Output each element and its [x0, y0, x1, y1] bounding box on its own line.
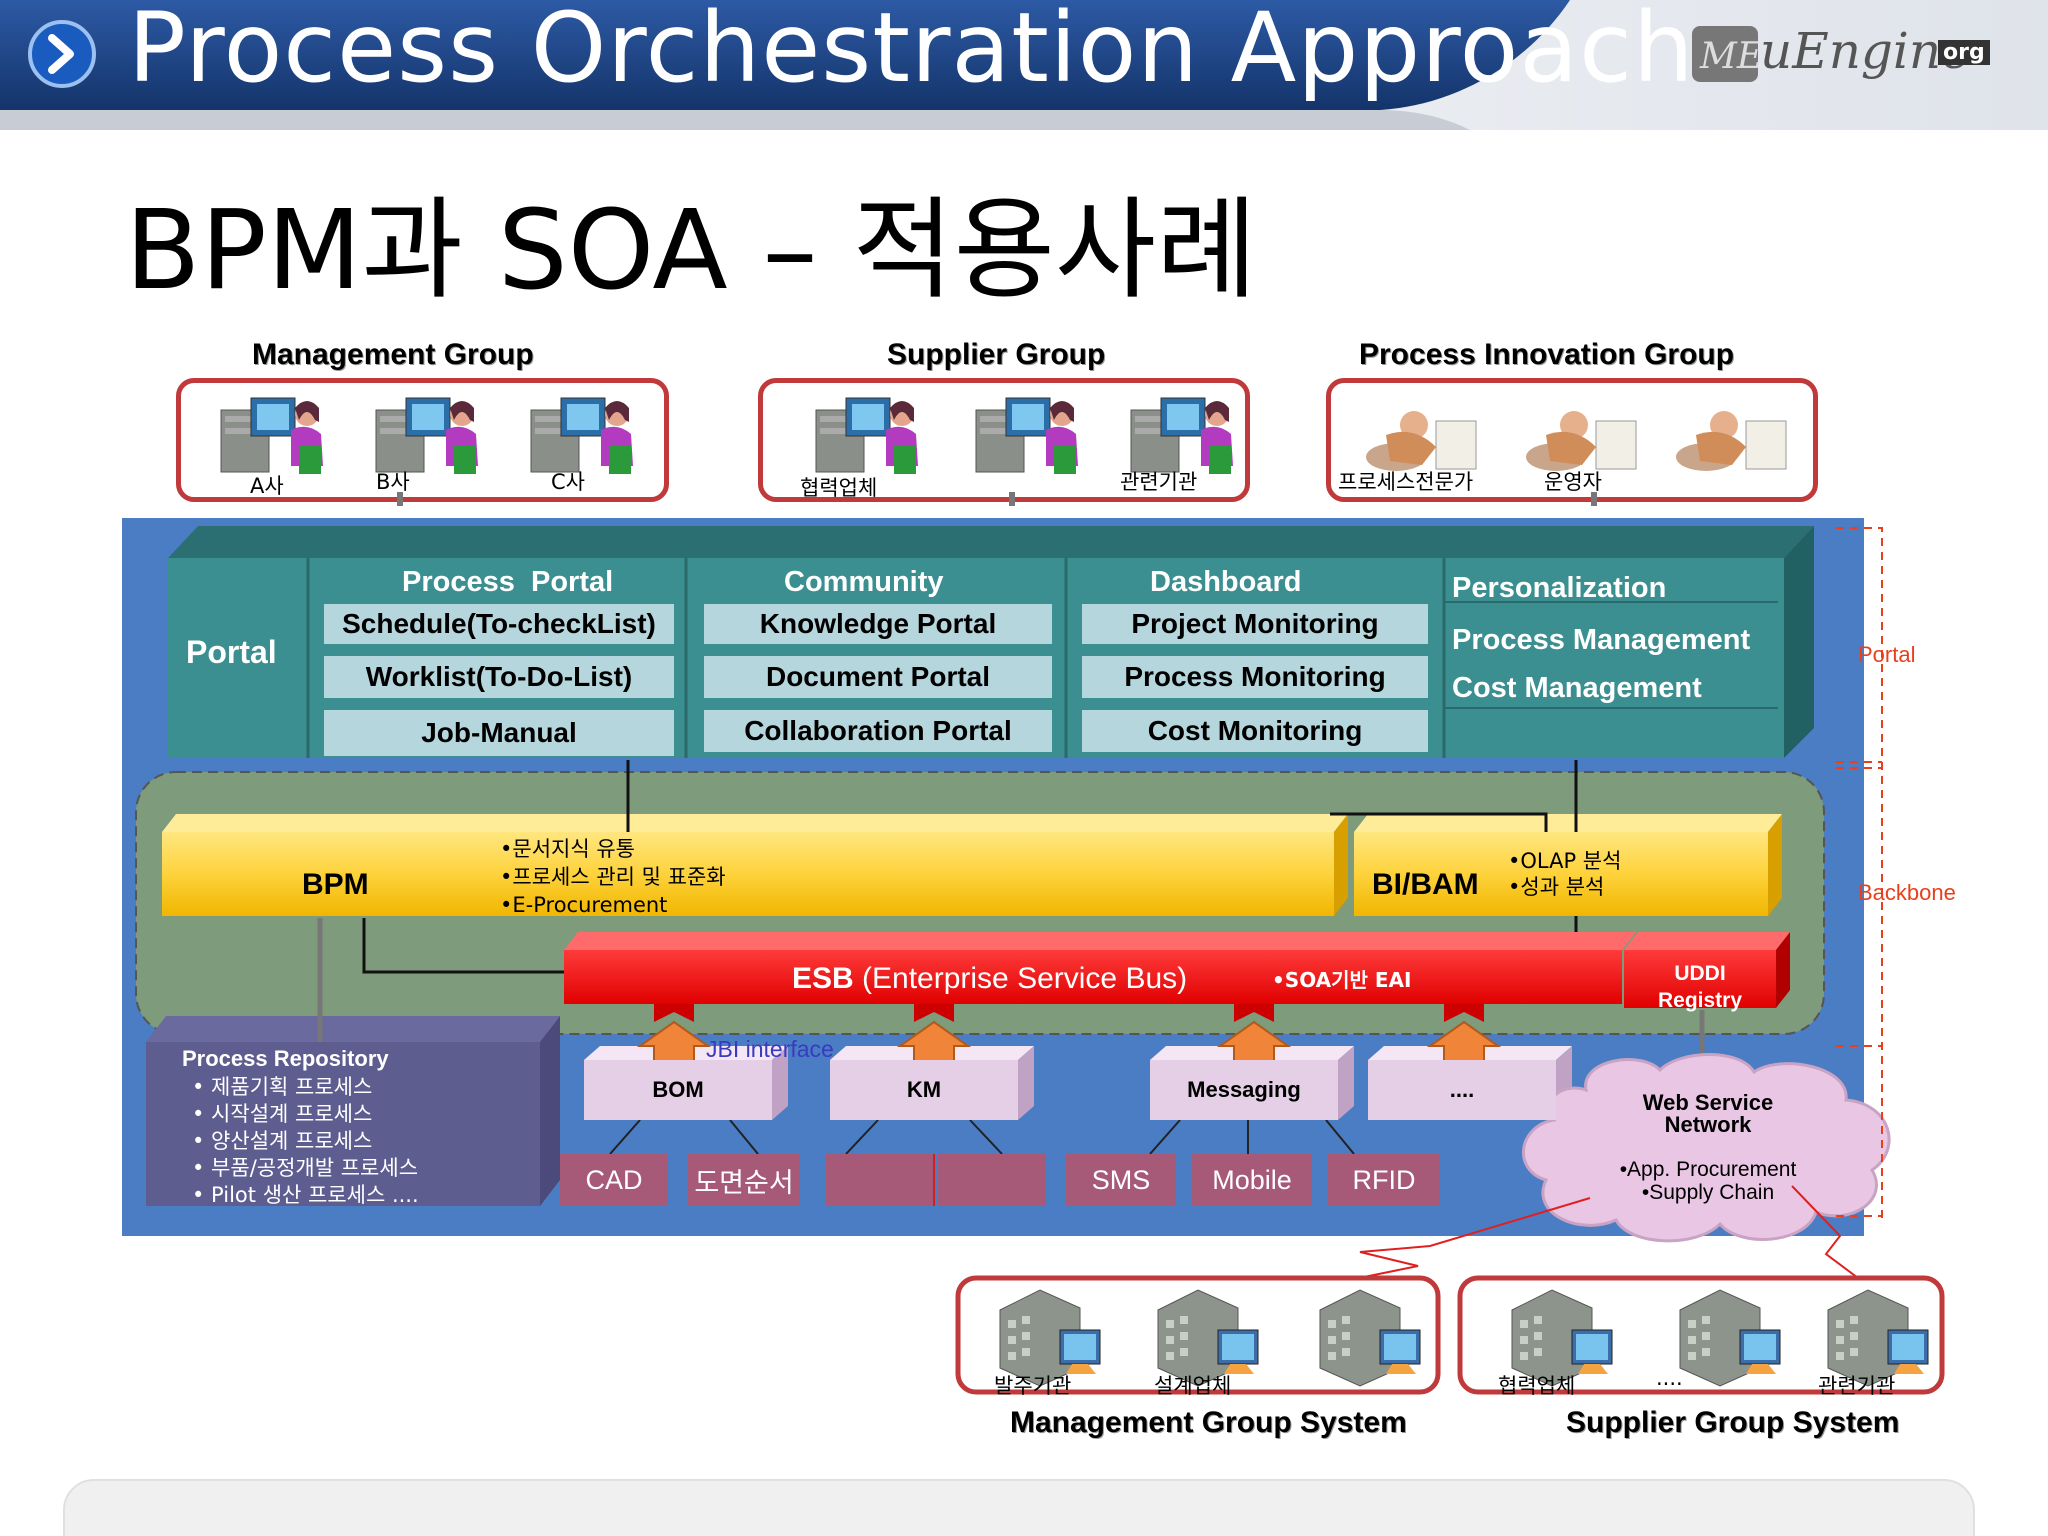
knowledge-portal-cell: Knowledge Portal: [704, 604, 1052, 644]
protocol-mobile: Mobile: [1192, 1154, 1312, 1206]
job-manual-cell: Job-Manual: [324, 710, 674, 756]
supplier-system-title: Supplier Group System: [1566, 1406, 1900, 1439]
bpm-label: BPM: [302, 868, 369, 901]
process-portal-header: Process Portal: [402, 566, 614, 598]
company-b-label: B사: [376, 470, 410, 494]
company-a-label: A사: [250, 474, 284, 498]
protocol-cad: CAD: [560, 1154, 668, 1206]
bibam-label: BI/BAM: [1372, 868, 1479, 901]
bpm-bullet-3: •E-Procurement: [500, 893, 668, 917]
slide-title: Process Orchestration Approach: [128, 0, 1695, 104]
cost-monitoring-cell: Cost Monitoring: [1082, 710, 1428, 752]
collaboration-portal-cell: Collaboration Portal: [704, 710, 1052, 752]
esb-note: •SOA기반 EAI: [1272, 968, 1412, 992]
project-monitoring-cell: Project Monitoring: [1082, 604, 1428, 644]
process-management-item: Process Management: [1452, 624, 1751, 656]
protocol-sms: SMS: [1066, 1154, 1176, 1206]
ordering-agency-label: 발주기관: [994, 1374, 1072, 1398]
esb-label: ESB (Enterprise Service Bus): [792, 962, 1187, 996]
related-agency-label: 관련기관: [1818, 1374, 1896, 1398]
uddi-line-1: UDDI: [1674, 962, 1726, 985]
page-subtitle: BPM과 SOA – 적용사례: [125, 186, 1258, 314]
cost-management-item: Cost Management: [1452, 672, 1702, 704]
web-service-line-2: Network: [1664, 1112, 1752, 1137]
side-label-portal: Portal: [1858, 642, 1916, 667]
management-system-title: Management Group System: [1010, 1406, 1407, 1439]
repository-item-4: • 부품/공정개발 프로세스: [192, 1156, 419, 1180]
svg-text:ME: ME: [1699, 36, 1758, 77]
service-km: KM: [830, 1060, 1018, 1120]
logo-text: uEngine: [1760, 22, 1971, 80]
innovation-group-title: Process Innovation Group: [1359, 338, 1735, 371]
bpm-bullet-1: •문서지식 유통: [500, 837, 635, 861]
portal-label: Portal: [186, 634, 277, 670]
partner-company-label: 협력업체: [1498, 1374, 1576, 1398]
web-service-line-1: Web Service: [1642, 1090, 1774, 1115]
bibam-bullet-2: •성과 분석: [1508, 875, 1605, 899]
esb-label-bold: ESB: [792, 962, 854, 995]
uengine-logo-icon: ME: [1692, 26, 1758, 82]
web-service-items: •App. Procurement •Supply Chain: [1600, 1158, 1816, 1204]
service-messaging: Messaging: [1150, 1060, 1338, 1120]
personalization-header: Personalization: [1452, 572, 1667, 604]
repository-item-3: • 양산설계 프로세스: [192, 1129, 373, 1153]
bibam-bullet-1: •OLAP 분석: [1508, 849, 1622, 873]
logo-suffix: org: [1938, 40, 1990, 65]
repository-item-5: • Pilot 생산 프로세스 ....: [192, 1183, 419, 1207]
web-service-title: Web Service Network: [1600, 1092, 1816, 1136]
protocol-rfid: RFID: [1328, 1154, 1440, 1206]
service-more: ....: [1368, 1060, 1556, 1120]
bpm-bullet-2: •프로세스 관리 및 표준화: [500, 865, 726, 889]
community-header: Community: [784, 566, 944, 598]
service-bom: BOM: [584, 1060, 772, 1120]
process-expert-label: 프로세스전문가: [1338, 470, 1474, 494]
supplier-partner-label: 협력업체: [800, 476, 878, 500]
uddi-label: UDDI Registry: [1624, 960, 1776, 1014]
management-group-title: Management Group: [252, 338, 534, 371]
worklist-cell: Worklist(To-Do-List): [324, 656, 674, 698]
repository-title: Process Repository: [182, 1046, 389, 1071]
supplier-group-title: Supplier Group: [887, 338, 1106, 371]
operator-label: 운영자: [1544, 470, 1602, 494]
side-label-backbone: Backbone: [1858, 880, 1956, 905]
esb-label-rest: (Enterprise Service Bus): [853, 962, 1188, 995]
document-portal-cell: Document Portal: [704, 656, 1052, 698]
jbi-interface-label: JBI interface: [706, 1036, 834, 1062]
supplier-system-more-label: ....: [1656, 1366, 1683, 1390]
supplier-agency-label: 관련기관: [1120, 470, 1198, 494]
uddi-line-2: Registry: [1657, 989, 1743, 1012]
dashboard-header: Dashboard: [1150, 566, 1302, 598]
protocol-drawing-order: 도면순서: [688, 1154, 800, 1206]
schedule-cell: Schedule(To-checkList): [324, 604, 674, 644]
repository-item-2: • 시작설계 프로세스: [192, 1102, 373, 1126]
company-c-label: C사: [551, 470, 585, 494]
repository-item-1: • 제품기획 프로세스: [192, 1075, 373, 1099]
process-monitoring-cell: Process Monitoring: [1082, 656, 1428, 698]
design-company-label: 설계업체: [1154, 1374, 1232, 1398]
web-service-item-2: •Supply Chain: [1641, 1181, 1775, 1204]
web-service-item-1: •App. Procurement: [1619, 1158, 1797, 1181]
